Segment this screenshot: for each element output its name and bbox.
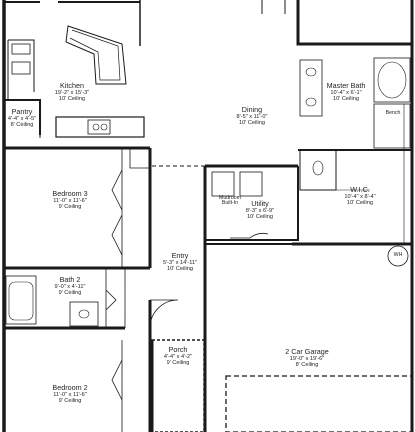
room-ceiling: 8' Ceiling: [295, 362, 319, 369]
master-wall: [296, 0, 412, 46]
toilet-room: [299, 149, 337, 191]
range: [87, 119, 111, 135]
tub-inner: [8, 281, 34, 321]
room-name: Bedroom 2: [52, 383, 88, 392]
bench-label: Bench: [385, 110, 401, 116]
room-dimensions: 11'-0" x 11'-6": [53, 198, 87, 205]
room-dimensions: 4'-4" x 4'-2": [163, 354, 193, 361]
room-ceiling: 10' Ceiling: [333, 96, 359, 103]
room-ceiling: 10' Ceiling: [247, 214, 273, 221]
cooktop-area: [11, 61, 31, 75]
porch-label: Porch 4'-4" x 4'-2" 9' Ceiling: [163, 345, 193, 367]
room-name: Utility: [251, 199, 269, 208]
room-dimensions: 10'-4" x 6'-1": [330, 90, 362, 97]
room-dimensions: 8'-3" x 6'-9": [245, 208, 275, 215]
bedroom2-closet: [111, 340, 123, 432]
room-name: Porch: [168, 345, 188, 354]
mudroom-builtin-label: Mudroom Built-In: [219, 195, 241, 207]
bedroom3-door: [129, 148, 150, 169]
room-ceiling: 10' Ceiling: [167, 266, 193, 273]
bath2-closet: [105, 268, 126, 328]
room-dimensions: 19'-2" x 15'-3": [54, 90, 90, 97]
room-dimensions: 10'-4" x 8'-4": [344, 194, 376, 201]
washer: [211, 171, 235, 197]
bedroom2-label: Bedroom 2 11'-0" x 11'-6" 9' Ceiling: [52, 383, 88, 405]
dryer: [239, 171, 263, 197]
range-counter: [55, 116, 145, 138]
vanity: [69, 301, 99, 327]
room-name: 2 Car Garage: [285, 347, 329, 356]
tub: [5, 275, 37, 325]
room-dimensions: 9'-0" x 4'-11": [54, 284, 86, 291]
master-bath-label: Master Bath 10'-4" x 6'-1" 10' Ceiling: [326, 81, 366, 103]
room-name: Bath 2: [59, 275, 81, 284]
utility-bottom: [205, 166, 299, 241]
water-heater-label: WH: [393, 252, 403, 258]
garage-label: 2 Car Garage 19'-0" x 19'-6" 8' Ceiling: [285, 347, 329, 369]
front-door-swing: [149, 299, 179, 329]
bedroom3-label: Bedroom 3 11'-0" x 11'-6" 9' Ceiling: [52, 189, 88, 211]
island-bar: [69, 29, 121, 81]
room-ceiling: 10' Ceiling: [347, 200, 373, 207]
pantry-label: Pantry 4'-4" x 4'-5" 8' Ceiling: [7, 107, 37, 129]
water-heater: [387, 245, 409, 267]
kitchen-label: Kitchen 19'-2" x 15'-3" 10' Ceiling: [54, 81, 90, 103]
master-inner: [261, 0, 286, 14]
room-name: Kitchen: [60, 81, 84, 90]
room-dimensions: 5'-3" x 14'-11": [163, 260, 197, 267]
room-dimensions: 19'-0" x 19'-6": [289, 356, 325, 363]
room-name: Entry: [171, 251, 189, 260]
room-ceiling: 9' Ceiling: [58, 290, 82, 297]
pantry-wall: [4, 99, 41, 135]
room-dimensions: 4'-4" x 4'-5": [7, 116, 37, 123]
garage-door: [225, 375, 413, 432]
room-ceiling: 9' Ceiling: [166, 360, 190, 367]
entry-label: Entry 5'-3" x 14'-11" 10' Ceiling: [163, 251, 197, 273]
wic-label: W.I.C. 10'-4" x 8'-4" 10' Ceiling: [344, 185, 376, 207]
master-shower: [373, 103, 411, 149]
room-name: Pantry: [11, 107, 33, 116]
room-dimensions: 8'-5" x 11'-0": [236, 114, 268, 121]
room-name: Master Bath: [326, 81, 366, 90]
room-dimensions: 11'-0" x 11'-6": [53, 392, 87, 399]
bedroom3-closet: [111, 148, 123, 268]
wic-shelves: [300, 104, 405, 244]
utility-door: [230, 232, 269, 239]
room-ceiling: 10' Ceiling: [239, 120, 265, 127]
room-ceiling: 8' Ceiling: [10, 122, 34, 129]
room-name: W.I.C.: [350, 185, 370, 194]
room-name: Bedroom 3: [52, 189, 88, 198]
kitchen-island: [65, 25, 127, 85]
sink: [11, 43, 31, 55]
room-ceiling: 9' Ceiling: [58, 204, 82, 211]
master-vanity: [299, 59, 323, 117]
bath2-label: Bath 2 9'-0" x 4'-11" 9' Ceiling: [54, 275, 86, 297]
dining-label: Dining 8'-5" x 11'-0" 10' Ceiling: [236, 105, 268, 127]
master-tub: [373, 57, 411, 103]
room-name: Dining: [241, 105, 263, 114]
room-ceiling: 9' Ceiling: [58, 398, 82, 405]
utility-label: Utility 8'-3" x 6'-9" 10' Ceiling: [245, 199, 275, 221]
kitchen-counter: [7, 39, 35, 100]
room-ceiling: 10' Ceiling: [59, 96, 85, 103]
